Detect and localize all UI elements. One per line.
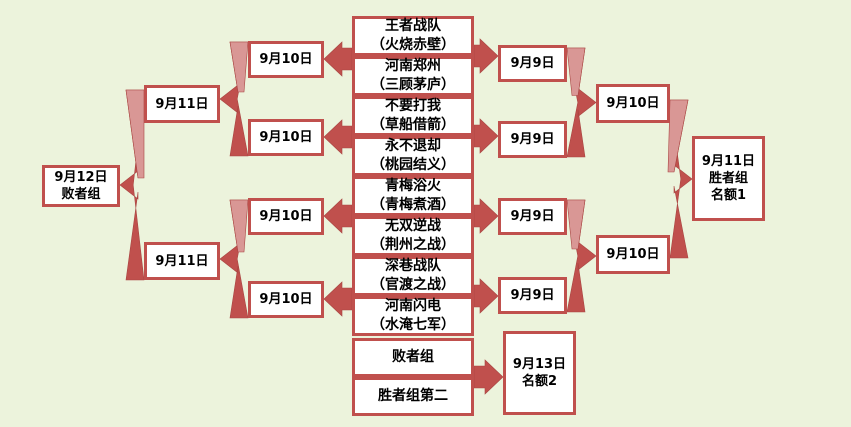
losers-round1-date: 9月10日 — [248, 281, 324, 318]
playoff-entrant-box: 胜者组第二 — [352, 377, 474, 416]
date-label: 9月10日 — [259, 130, 313, 145]
date-label: 9月10日 — [606, 96, 660, 111]
team-subtitle: （桃园结义） — [371, 157, 455, 173]
losers-round1-arrow — [323, 41, 353, 77]
date-label: 9月10日 — [259, 52, 313, 67]
winners-round2-date: 9月10日 — [596, 235, 670, 274]
winners-round1-arrow — [473, 118, 499, 154]
losers-round2-date: 9月11日 — [144, 242, 220, 280]
group-label: 败者组 — [61, 187, 101, 202]
losers-round1-arrow — [323, 198, 353, 234]
team-subtitle: （草船借箭） — [371, 117, 455, 133]
team-box: 永不退却 （桃园结义） — [352, 136, 474, 176]
winners-round1-arrow — [473, 38, 499, 74]
winners-round1-date: 9月9日 — [498, 198, 567, 235]
slot-label: 名额2 — [521, 374, 558, 389]
team-box: 青梅浴火 （青梅煮酒） — [352, 176, 474, 216]
team-name: 永不退却 — [385, 138, 441, 154]
team-subtitle: （火烧赤壁） — [371, 37, 455, 53]
losers-round1-date: 9月10日 — [248, 198, 324, 235]
date-label: 9月11日 — [155, 253, 209, 269]
team-name: 青梅浴火 — [385, 178, 441, 194]
winners-final-box: 9月11日 胜者组 名额1 — [692, 136, 765, 221]
winners-round2-merge-arrow-highlight — [566, 199, 586, 250]
team-box: 河南郑州 （三顾茅庐） — [352, 56, 474, 96]
team-box: 无双逆战 （荆州之战） — [352, 216, 474, 256]
losers-round2-merge-arrow-highlight — [229, 41, 249, 93]
losers-round1-date: 9月10日 — [248, 119, 324, 156]
date-label: 9月10日 — [259, 292, 313, 307]
winners-round2-date: 9月10日 — [596, 84, 670, 123]
slot-label: 名额1 — [710, 188, 747, 203]
date-label: 9月13日 — [512, 357, 567, 372]
team-box: 王者战队 （火烧赤壁） — [352, 16, 474, 56]
team-name: 河南郑州 — [385, 58, 441, 74]
date-label: 9月10日 — [259, 209, 313, 224]
team-box: 不要打我 （草船借箭） — [352, 96, 474, 136]
winners-round1-arrow — [473, 278, 499, 314]
winners-round2-merge-arrow-highlight — [566, 47, 586, 96]
winners-round1-date: 9月9日 — [498, 45, 567, 82]
team-subtitle: （荆州之战） — [371, 237, 455, 253]
date-label: 9月11日 — [155, 96, 209, 112]
winners-round1-date: 9月9日 — [498, 277, 567, 314]
team-name: 河南闪电 — [385, 298, 441, 314]
entrant-label: 胜者组第二 — [378, 388, 448, 404]
team-name: 王者战队 — [385, 18, 441, 34]
team-box: 河南闪电 （水淹七军） — [352, 296, 474, 336]
team-box: 深巷战队 （官渡之战） — [352, 256, 474, 296]
team-subtitle: （官渡之战） — [371, 277, 455, 293]
team-name: 无双逆战 — [385, 218, 441, 234]
losers-round1-arrow — [323, 281, 353, 317]
entrant-label: 败者组 — [392, 349, 434, 365]
losers-final-box: 9月12日 败者组 — [42, 165, 120, 207]
team-subtitle: （青梅煮酒） — [371, 197, 455, 213]
losers-round1-date: 9月10日 — [248, 41, 324, 78]
date-label: 9月9日 — [510, 56, 555, 71]
group-label: 胜者组 — [708, 171, 748, 186]
playoff-result-box: 9月13日 名额2 — [503, 331, 576, 415]
date-label: 9月9日 — [510, 288, 555, 303]
losers-round2-merge-arrow-highlight — [229, 199, 249, 253]
winners-round1-date: 9月9日 — [498, 121, 567, 158]
team-subtitle: （三顾茅庐） — [371, 77, 455, 93]
losers-round1-arrow — [323, 119, 353, 155]
playoff-arrow — [473, 359, 504, 395]
date-label: 9月9日 — [510, 132, 555, 147]
date-label: 9月10日 — [606, 247, 660, 262]
date-label: 9月9日 — [510, 209, 555, 224]
winners-final-merge-arrow-highlight — [667, 99, 689, 173]
winners-round1-arrow — [473, 198, 499, 234]
losers-final-merge-arrow-highlight — [125, 89, 145, 179]
playoff-entrant-box: 败者组 — [352, 338, 474, 377]
team-name: 深巷战队 — [385, 258, 441, 274]
losers-round2-date: 9月11日 — [144, 85, 220, 123]
team-subtitle: （水淹七军） — [371, 317, 455, 333]
team-name: 不要打我 — [385, 98, 441, 114]
date-label: 9月11日 — [701, 154, 756, 169]
date-label: 9月12日 — [54, 170, 108, 185]
